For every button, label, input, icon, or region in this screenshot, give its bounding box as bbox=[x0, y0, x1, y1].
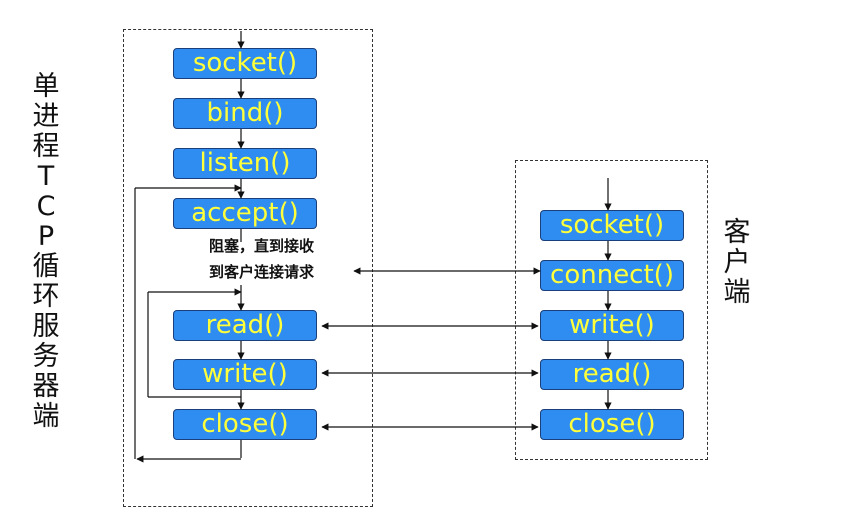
client-title: 客户端 bbox=[723, 217, 751, 308]
client-close-box: close() bbox=[540, 409, 684, 440]
server-read-box: read() bbox=[173, 310, 317, 341]
server-close-box: close() bbox=[173, 409, 317, 440]
server-accept-box: accept() bbox=[173, 198, 317, 229]
client-read-box: read() bbox=[540, 359, 684, 390]
blocking-note-line2: 到客户连接请求 bbox=[209, 263, 315, 281]
blocking-note-line1: 阻塞，直到接收 bbox=[209, 237, 315, 255]
server-listen-box: listen() bbox=[173, 148, 317, 179]
server-title: 单进程TCP循环服务器端 bbox=[32, 71, 60, 432]
client-socket-box: socket() bbox=[540, 210, 684, 241]
client-write-box: write() bbox=[540, 310, 684, 341]
server-write-box: write() bbox=[173, 359, 317, 390]
client-panel bbox=[515, 160, 708, 460]
server-socket-box: socket() bbox=[173, 48, 317, 79]
client-connect-box: connect() bbox=[540, 260, 684, 291]
server-bind-box: bind() bbox=[173, 98, 317, 129]
